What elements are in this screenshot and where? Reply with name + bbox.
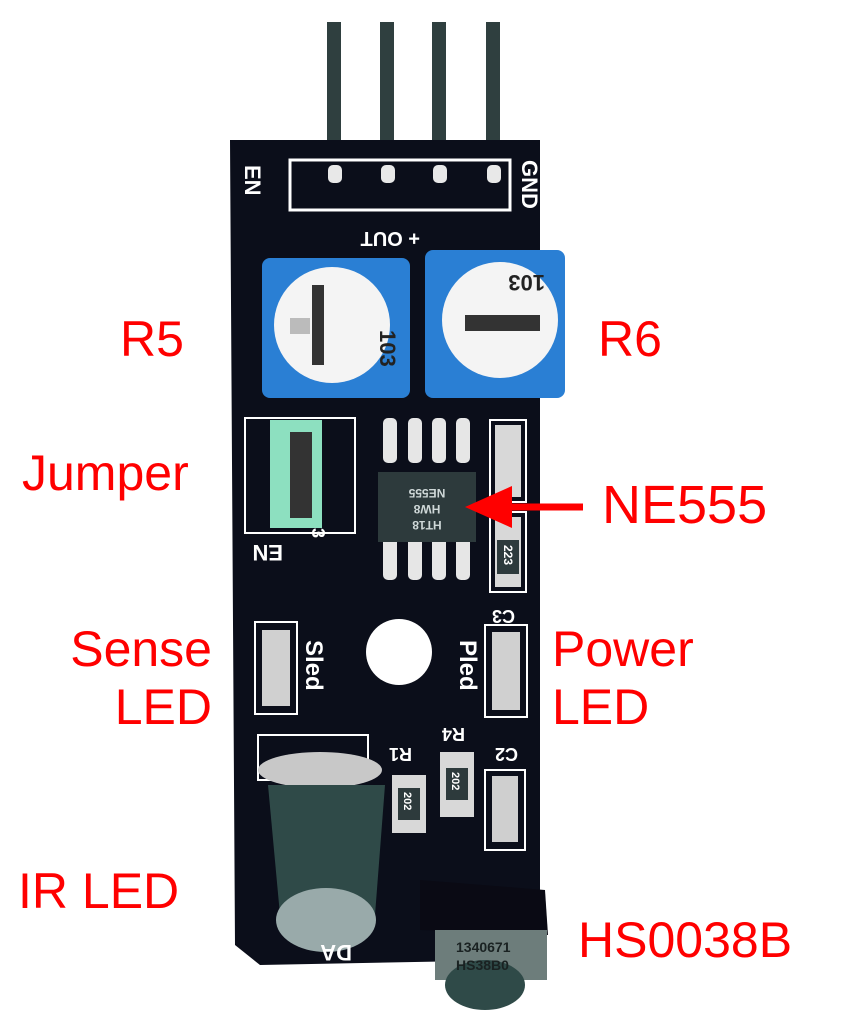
svg-text:HS38B0: HS38B0: [456, 957, 509, 973]
silk-c2: C2: [495, 744, 518, 764]
svg-text:202: 202: [401, 792, 413, 810]
callout-sense-led-line2: LED: [114, 679, 212, 735]
svg-text:103: 103: [508, 270, 545, 295]
callout-sense-led-line1: Sense: [70, 621, 212, 677]
svg-text:HW8: HW8: [413, 502, 440, 516]
callout-sense-led: Sense LED: [40, 620, 212, 736]
svg-text:HT18: HT18: [412, 518, 442, 532]
power-led: [484, 624, 528, 718]
silk-r4: R4: [442, 724, 465, 744]
svg-text:202: 202: [449, 772, 461, 790]
resistor-r1: 202: [392, 775, 426, 833]
callout-hs0038b: HS0038B: [578, 912, 793, 968]
svg-text:223: 223: [501, 545, 515, 565]
resistor-r4: 202: [440, 752, 474, 817]
svg-text:1340671: 1340671: [456, 939, 511, 955]
callout-r6: R6: [598, 311, 662, 367]
header-pads: [328, 165, 501, 183]
sense-led: [254, 621, 298, 715]
callout-r5: R5: [120, 311, 184, 367]
ir-led: [257, 734, 385, 952]
header-outline: [288, 158, 512, 212]
ic-ne555: HT18 HW8 NE555: [378, 418, 476, 580]
svg-text:NE555: NE555: [408, 486, 445, 500]
jumper-outline: [244, 417, 356, 534]
silk-out-plus: + OUT: [361, 227, 420, 249]
silk-en-top: EN: [240, 165, 265, 196]
ne555-arrow: [465, 486, 583, 528]
silk-da: DA: [320, 940, 352, 965]
callout-power-led-line2: LED: [552, 679, 650, 735]
silk-gnd: GND: [517, 160, 542, 209]
jumper-cap: [270, 420, 322, 528]
potentiometer-r5: 103: [262, 258, 410, 398]
callout-jumper: Jumper: [22, 445, 189, 501]
callout-power-led-line1: Power: [552, 621, 694, 677]
mounting-hole: [366, 619, 432, 685]
potentiometer-r6: 103: [425, 250, 565, 398]
svg-text:103: 103: [375, 330, 400, 367]
callout-power-led: Power LED: [552, 620, 694, 736]
silk-en-bottom: EN: [252, 540, 283, 565]
capacitor-c2: [484, 769, 526, 851]
ir-receiver: 1340671 HS38B0: [420, 880, 548, 1010]
callout-ne555: NE555: [602, 475, 768, 535]
silk-jumper-ref: 3: [308, 528, 328, 538]
callout-ir-led: IR LED: [18, 863, 180, 919]
silk-pled: Pled: [454, 640, 481, 691]
resistor-column: 223: [489, 419, 527, 593]
silk-sled: Sled: [300, 640, 327, 691]
silk-r1: R1: [389, 744, 412, 764]
silk-c3: C3: [492, 606, 515, 626]
